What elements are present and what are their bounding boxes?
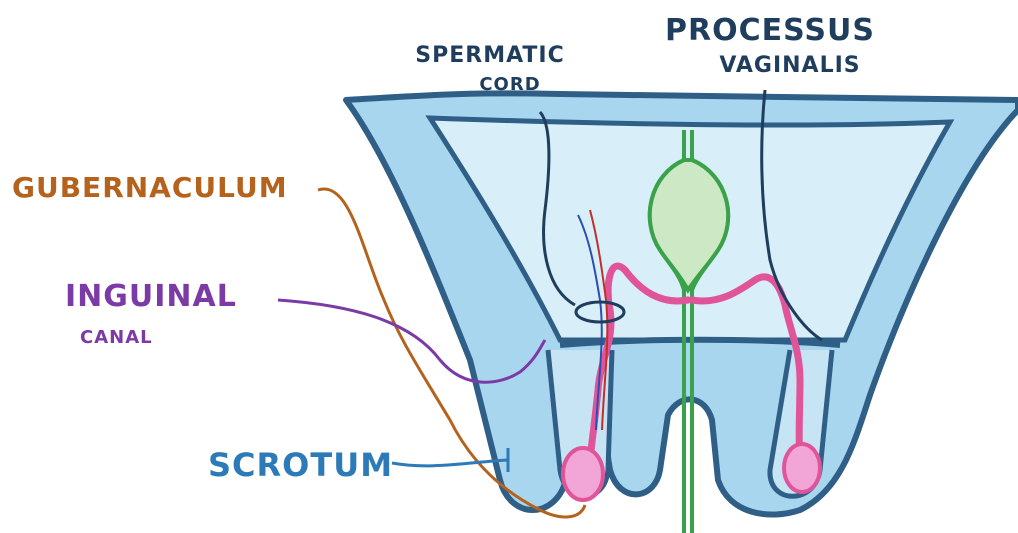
inguinal-canal-label-line2: CANAL xyxy=(80,327,153,348)
inguinal-canal-label-line1: INGUINAL xyxy=(65,279,237,314)
spermatic-cord-label-line1: SPERMATIC xyxy=(415,43,565,68)
left-testis xyxy=(563,448,603,500)
scrotum-label: SCROTUM xyxy=(208,446,393,484)
processus-vaginalis-label-line1: PROCESSUS xyxy=(665,13,875,48)
spermatic-cord-label-line2: CORD xyxy=(479,74,540,95)
processus-vaginalis-label-line2: VAGINALIS xyxy=(719,53,860,78)
right-testis xyxy=(784,444,820,492)
gubernaculum-label: GUBERNACULUM xyxy=(12,171,288,204)
